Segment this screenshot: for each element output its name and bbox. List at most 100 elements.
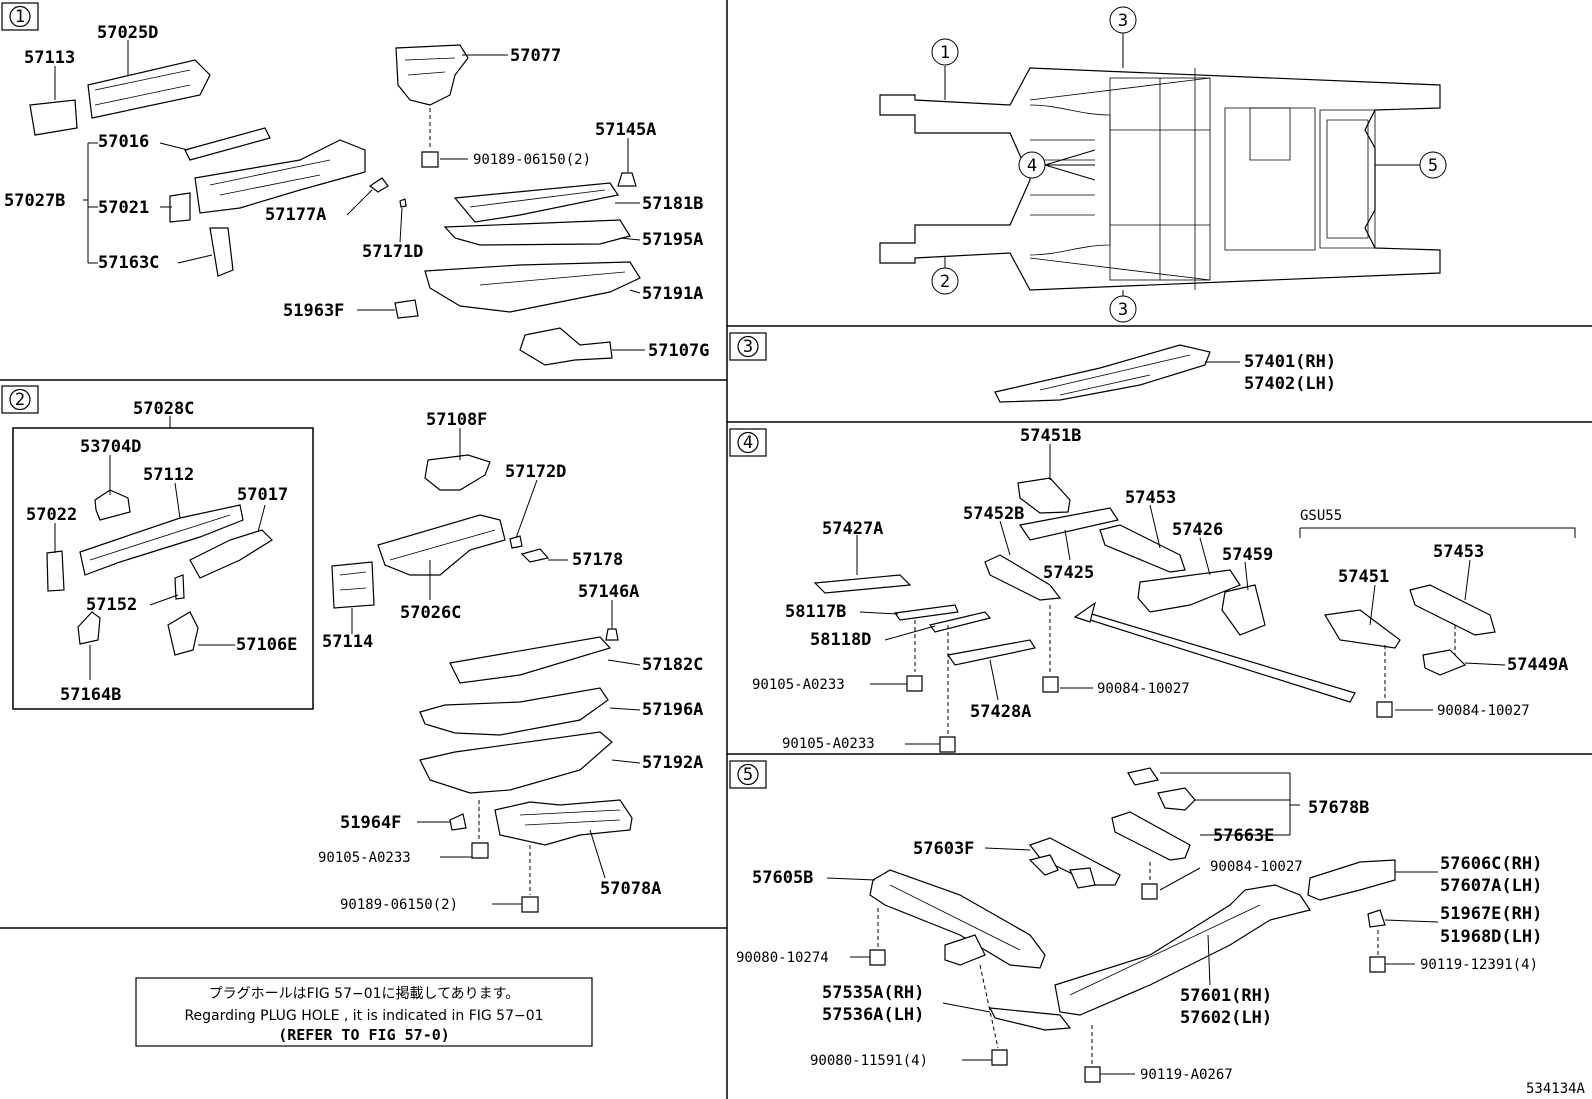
part-label: 90105-A0233 (752, 677, 845, 693)
section-5-label: 5 (729, 760, 767, 789)
part-label: 57401(RH) (1244, 352, 1336, 372)
section-1-label: 1 (1, 2, 39, 31)
part-label: 51964F (340, 813, 401, 833)
part-label: 90105-A0233 (782, 736, 875, 752)
part-label: 57146A (578, 582, 639, 602)
part-label: 51968D(LH) (1440, 927, 1542, 947)
part-label: 57113 (24, 48, 75, 68)
part-label: 57453 (1125, 488, 1176, 508)
section-4-parts (813, 477, 1496, 753)
section-1-parts (29, 44, 641, 366)
part-label: 57026C (400, 603, 461, 623)
part-label: 58118D (810, 630, 871, 650)
part-label: 57663E (1213, 826, 1274, 846)
part-label: 57107G (648, 341, 709, 361)
part-label: 57605B (752, 868, 813, 888)
part-label: 57022 (26, 505, 77, 525)
part-label: 57181B (642, 194, 703, 214)
part-label: 57426 (1172, 520, 1223, 540)
overview-callouts: 1 2 3 3 4 5 (931, 6, 1447, 323)
part-label: 58117B (785, 602, 846, 622)
part-label: 57402(LH) (1244, 374, 1336, 394)
section-4-labels: 57451B 57452B 57453 57426 57425 57459 57… (752, 426, 1568, 752)
svg-text:4: 4 (1027, 156, 1037, 176)
part-label: 57425 (1043, 563, 1094, 583)
underbody-overview (879, 67, 1441, 291)
part-label: 57607A(LH) (1440, 876, 1542, 896)
svg-text:3: 3 (743, 337, 753, 357)
section-2-labels: 57028C 53704D 57112 57017 57022 57152 57… (26, 399, 703, 913)
part-label: 57078A (600, 879, 661, 899)
part-label: 57178 (572, 550, 623, 570)
section-3-labels: 57401(RH) 57402(LH) (1244, 352, 1336, 394)
part-label: 57164B (60, 685, 121, 705)
part-label: 57427A (822, 519, 883, 539)
part-label: 57163C (98, 253, 159, 273)
part-label: 57152 (86, 595, 137, 615)
part-label: 51963F (283, 301, 344, 321)
part-label: 57603F (913, 839, 974, 859)
note-english: Regarding PLUG HOLE , it is indicated in… (184, 1008, 543, 1024)
section-5-parts (869, 767, 1396, 1083)
section-3-label: 3 (729, 332, 767, 361)
part-label: 90105-A0233 (318, 850, 411, 866)
section-2-leaders (54, 416, 641, 905)
part-label: 57114 (322, 632, 373, 652)
part-label: 57077 (510, 46, 561, 66)
section-5-labels: 57678B 57663E 57603F 90084-10027 57605B … (736, 798, 1542, 1083)
part-label: 57192A (642, 753, 703, 773)
section-4-leaders (856, 444, 1576, 745)
part-label: 57177A (265, 205, 326, 225)
part-label: 57191A (642, 284, 703, 304)
part-label: 57536A(LH) (822, 1005, 924, 1025)
section-5-leaders (826, 772, 1439, 1075)
part-label: 57195A (642, 230, 703, 250)
section-2-label: 2 (1, 385, 39, 414)
part-label: 57027B (4, 191, 65, 211)
section-4-label: 4 (729, 428, 767, 457)
svg-text:2: 2 (15, 390, 25, 410)
part-label: 57021 (98, 198, 149, 218)
part-label: 57171D (362, 242, 423, 262)
svg-text:1: 1 (940, 43, 950, 63)
part-label: 90189-06150(2) (340, 897, 458, 913)
part-label: 90084-10027 (1097, 681, 1190, 697)
part-label: 57678B (1308, 798, 1369, 818)
part-label: 90189-06150(2) (473, 152, 591, 168)
part-label: 57025D (97, 23, 158, 43)
part-label: 57106E (236, 635, 297, 655)
part-label: 51967E(RH) (1440, 904, 1542, 924)
svg-text:3: 3 (1118, 11, 1128, 31)
note-reference: (REFER TO FIG 57-0) (278, 1026, 450, 1044)
section-3-parts (994, 344, 1240, 403)
figure-id: 534134A (1526, 1081, 1586, 1097)
part-label: 90080-11591(4) (810, 1053, 928, 1069)
section-1-labels: 57113 57025D 57016 57027B 57021 57163C 5… (4, 23, 709, 361)
svg-text:5: 5 (1428, 156, 1438, 176)
section-2-parts (46, 454, 633, 913)
part-label: 90119-12391(4) (1420, 957, 1538, 973)
part-label: 57535A(RH) (822, 983, 924, 1003)
svg-text:2: 2 (940, 272, 950, 292)
part-label: 57112 (143, 465, 194, 485)
note-japanese: プラグホールはFIG 57−01に掲載してあります。 (209, 986, 520, 1002)
part-label: 57451B (1020, 426, 1081, 446)
svg-text:4: 4 (743, 433, 753, 453)
part-label: 57449A (1507, 655, 1568, 675)
part-label: 57451 (1338, 567, 1389, 587)
section-1-leaders (54, 40, 645, 351)
part-label: 57182C (642, 655, 703, 675)
part-label: 57145A (595, 120, 656, 140)
variant-label: GSU55 (1300, 508, 1342, 524)
part-label: 90084-10027 (1210, 859, 1303, 875)
part-label: 57428A (970, 702, 1031, 722)
part-label: 57016 (98, 132, 149, 152)
part-label: 90119-A0267 (1140, 1067, 1233, 1083)
part-label: 90080-10274 (736, 950, 829, 966)
part-label: 57108F (426, 410, 487, 430)
svg-text:5: 5 (743, 765, 753, 785)
part-label: 57601(RH) (1180, 986, 1272, 1006)
part-label: 57602(LH) (1180, 1008, 1272, 1028)
